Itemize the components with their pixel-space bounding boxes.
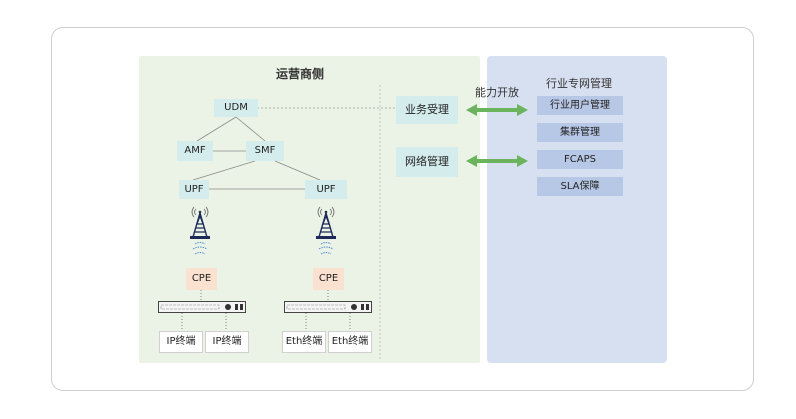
upf-right-node: UPF	[305, 180, 347, 199]
industry-title: 行业专网管理	[546, 77, 612, 90]
smf-node: SMF	[246, 141, 284, 161]
industry-item-sla: SLA保障	[537, 177, 623, 196]
tower-left-icon	[190, 206, 210, 255]
capability-arrow-top	[466, 104, 528, 116]
industry-item-user-mgmt: 行业用户管理	[537, 96, 623, 115]
amf-node: AMF	[177, 141, 213, 161]
terminal-3: Eth终端	[282, 331, 326, 353]
industry-item-cluster-mgmt: 集群管理	[537, 123, 623, 142]
smf-upf-right-link	[274, 160, 321, 181]
smf-upf-left-link	[192, 160, 256, 181]
router-right-icon	[284, 301, 372, 313]
terminal-1: IP终端	[159, 331, 203, 353]
udm-amf-link	[196, 116, 237, 142]
service-accept-node: 业务受理	[396, 96, 458, 124]
terminal-4: Eth终端	[328, 331, 372, 353]
upf-left-node: UPF	[179, 180, 209, 199]
capability-arrow-bottom	[466, 155, 528, 167]
capability-open-label: 能力开放	[475, 86, 519, 99]
router-left-icon	[158, 301, 246, 313]
udm-node: UDM	[214, 99, 258, 117]
network-mgmt-node: 网络管理	[396, 147, 458, 177]
terminal-2: IP终端	[205, 331, 249, 353]
cpe-left-node: CPE	[186, 268, 217, 290]
udm-smf-link	[235, 116, 266, 142]
operator-title: 运营商侧	[275, 67, 324, 81]
cpe-right-node: CPE	[313, 268, 344, 290]
tower-right-icon	[316, 206, 336, 255]
industry-item-fcaps: FCAPS	[537, 150, 623, 169]
